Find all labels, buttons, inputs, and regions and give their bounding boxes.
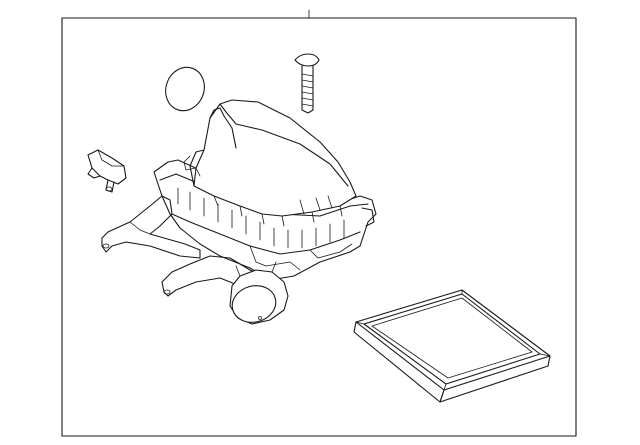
- mounting-bolt: [294, 53, 320, 114]
- sensor: [87, 149, 127, 193]
- seal-ring: [165, 66, 205, 112]
- lower-housing: [101, 159, 377, 297]
- diagram-frame: [61, 17, 577, 437]
- air-filter-element: [353, 289, 551, 403]
- inlet-duct: [229, 261, 289, 325]
- upper-housing-cover: [183, 99, 357, 227]
